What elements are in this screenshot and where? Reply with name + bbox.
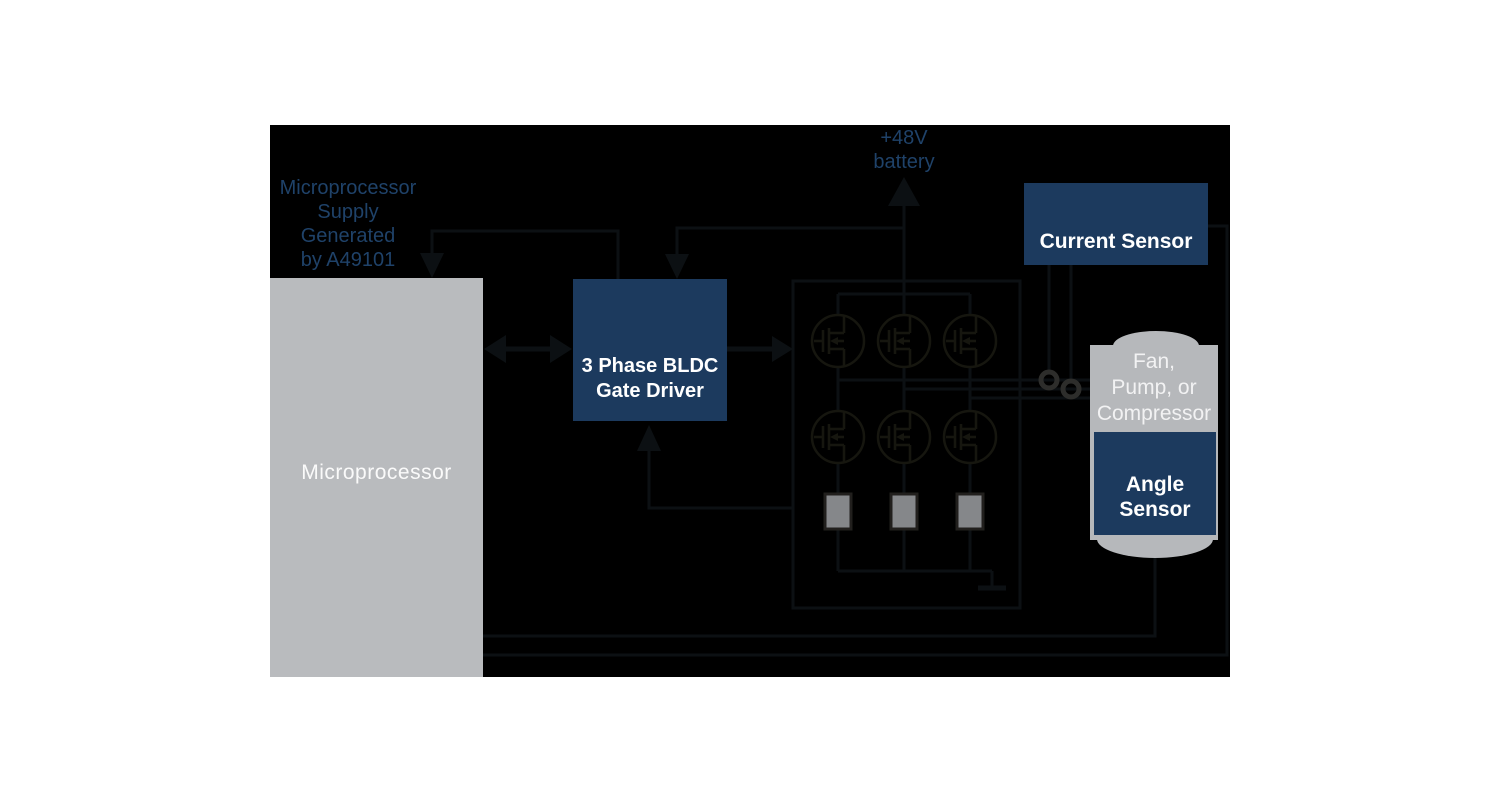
motor-label: Fan, Pump, or Compressor <box>1090 349 1218 427</box>
supply-note-line: by A49101 <box>300 249 396 271</box>
motor-label-line: Fan, <box>1132 350 1176 373</box>
microprocessor-block <box>270 278 483 677</box>
battery-line: +48V <box>880 127 928 149</box>
current-sensor-block: Current Sensor <box>1024 183 1208 265</box>
supply-note-line: Generated <box>300 225 396 247</box>
gate-driver-block: 3 Phase BLDC Gate Driver <box>573 279 727 421</box>
angle-sensor-label-line2: Sensor <box>1119 498 1191 521</box>
current-sensor-label: Current Sensor <box>1039 230 1193 253</box>
supply-note-line: Microprocessor <box>279 177 417 199</box>
battery-label: +48V battery <box>848 126 960 174</box>
supply-note-line: Supply <box>317 201 379 223</box>
gate-driver-label-line2: Gate Driver <box>596 380 704 402</box>
battery-line: battery <box>873 151 935 173</box>
angle-sensor-label-line1: Angle <box>1125 473 1185 496</box>
microprocessor-label: Microprocessor <box>301 461 452 484</box>
supply-note-label: Microprocessor Supply Generated by A4910… <box>258 176 438 272</box>
motor-label-line: Compressor <box>1096 402 1212 425</box>
angle-sensor-block: Angle Sensor <box>1094 432 1216 535</box>
gate-driver-label-line1: 3 Phase BLDC <box>581 355 719 377</box>
motor-label-line: Pump, or <box>1111 376 1197 399</box>
